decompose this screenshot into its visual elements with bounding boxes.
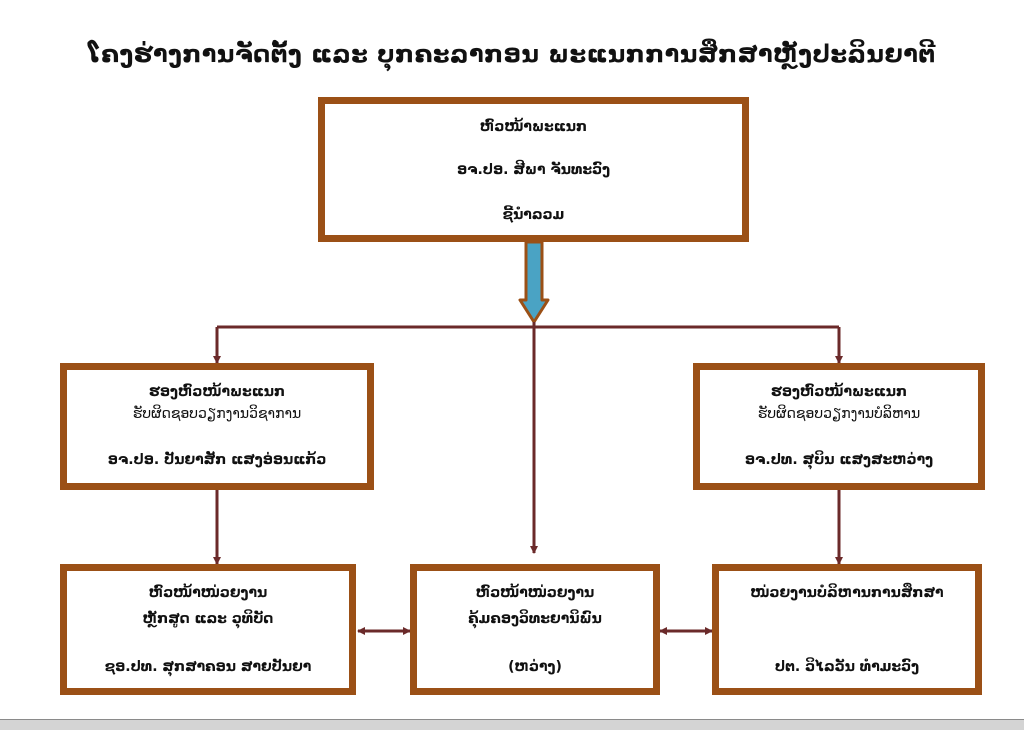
box-deputy-right: ຮອງຫົວໜ້າພະແນກ ຮັບຜິດຊອບວຽກງານບໍລິຫານ ອຈ… [693,363,985,490]
head-role: ຫົວໜ້າພະແນກ [479,119,588,135]
deputy-left-person: ອຈ.ປອ. ປັນຍາສັກ ແສງອ່ອນແກ້ວ [107,452,327,468]
chart-title: ໂຄງຮ່າງການຈັດຕັ້ງ ແລະ ບຸກຄະລາກອນ ພະແນກກາ… [88,40,936,68]
unit-left-role: ຫົວໜ້າໜ່ວຍງານ [148,585,268,601]
unit-center-name: ຄຸ້ມຄອງວິທະຍານິພົນ [468,611,602,627]
box-unit-left: ຫົວໜ້າໜ່ວຍງານ ຫຼັກສູດ ແລະ ວຸທິບັດ ຊອ.ປທ.… [60,564,356,695]
deputy-right-role: ຮອງຫົວໜ້າພະແນກ [770,384,908,400]
box-head: ຫົວໜ້າພະແນກ ອຈ.ປອ. ສີພາ ຈັນທະວົງ ຊີ້ນຳລວ… [318,97,749,242]
box-unit-right: ໜ່ວຍງານບໍລິຫານການສຶກສາ ປຕ. ວິໄລວັນ ທຳມະວ… [712,564,982,695]
box-deputy-left: ຮອງຫົວໜ້າພະແນກ ຮັບຜິດຊອບວຽກງານວິຊາການ ອຈ… [60,363,374,490]
unit-left-person: ຊອ.ປທ. ສຸກສາຄອນ ສາຍປັນຍາ [104,659,312,675]
unit-right-person: ປຕ. ວິໄລວັນ ທຳມະວົງ [774,659,920,675]
unit-center-role: ຫົວໜ້າໜ່ວຍງານ [475,585,595,601]
head-person: ອຈ.ປອ. ສີພາ ຈັນທະວົງ [456,162,611,178]
deputy-left-role: ຮອງຫົວໜ້າພະແນກ [148,384,286,400]
main-down-arrow [518,240,550,324]
unit-center-person: (ຫວ່າງ) [508,659,562,675]
head-note: ຊີ້ນຳລວມ [502,207,565,223]
unit-left-name: ຫຼັກສູດ ແລະ ວຸທິບັດ [142,611,274,627]
deputy-right-duty: ຮັບຜິດຊອບວຽກງານບໍລິຫານ [757,406,921,422]
deputy-left-duty: ຮັບຜິດຊອບວຽກງານວິຊາການ [132,406,302,422]
unit-right-role: ໜ່ວຍງານບໍລິຫານການສຶກສາ [750,585,944,601]
box-unit-center: ຫົວໜ້າໜ່ວຍງານ ຄຸ້ມຄອງວິທະຍານິພົນ (ຫວ່າງ) [410,564,660,695]
deputy-right-person: ອຈ.ປທ. ສຸບິນ ແສງສະຫວ່າງ [744,452,934,468]
window-bottom-edge [0,719,1024,730]
